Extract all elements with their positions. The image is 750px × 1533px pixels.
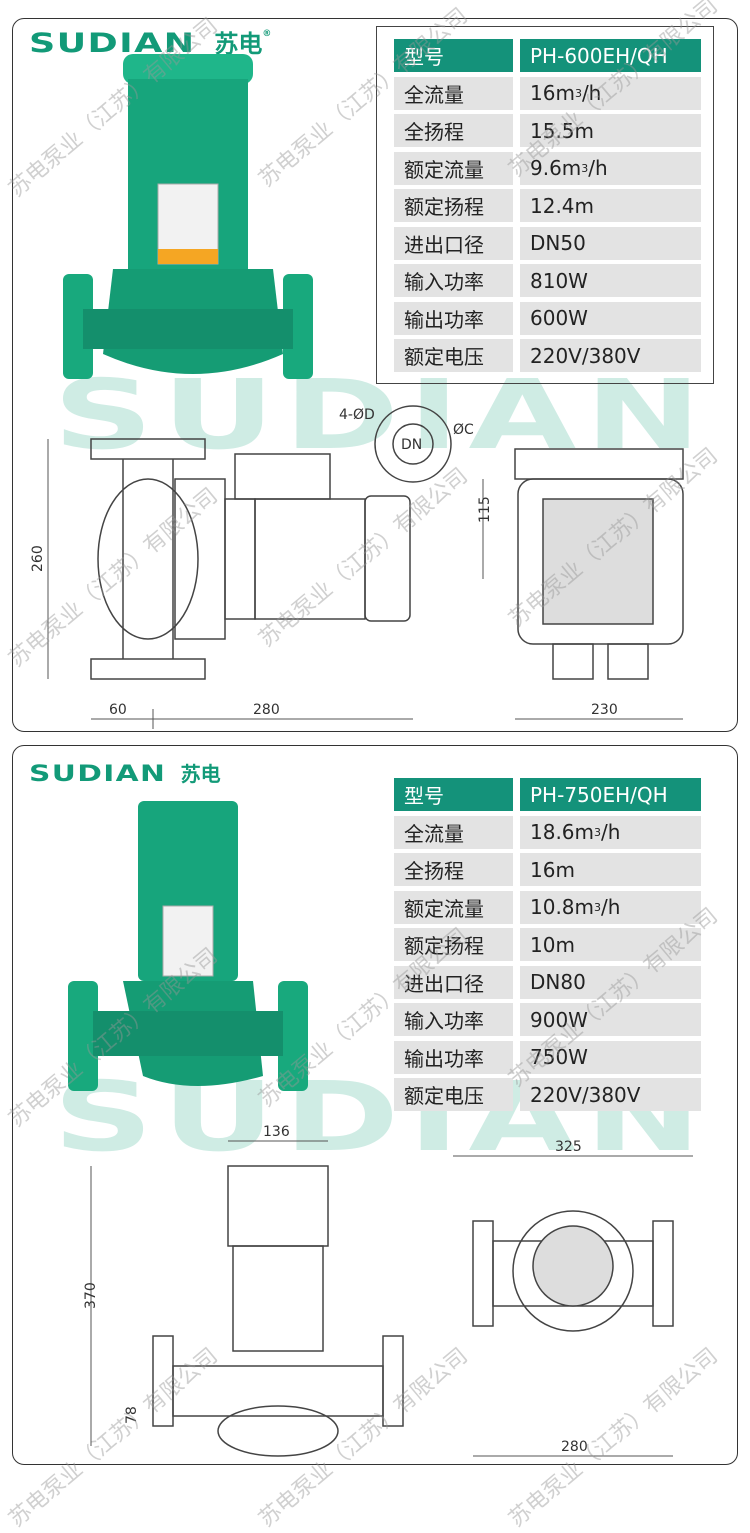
spec-value: 10m: [520, 928, 701, 961]
spec-table-frame: [376, 26, 714, 384]
spec-value: 12.4m: [520, 189, 701, 222]
dim-dn: DN: [401, 437, 422, 453]
spec-label: 额定扬程: [394, 928, 513, 961]
spec-label: 额定电压: [394, 339, 513, 372]
spec-value: DN50: [520, 226, 701, 260]
spec-label: 型号: [394, 39, 513, 72]
spec-label: 额定流量: [394, 890, 513, 924]
spec-label: 全流量: [394, 815, 513, 849]
spec-label: 输出功率: [394, 1040, 513, 1074]
spec-label: 输入功率: [394, 1003, 513, 1036]
spec-value: 220V/380V: [520, 1078, 701, 1111]
spec-value: DN80: [520, 965, 701, 999]
spec-value: 220V/380V: [520, 339, 701, 372]
spec-value: 600W: [520, 301, 701, 335]
dim-center: 78: [124, 1406, 140, 1424]
spec-value: PH-750EH/QH: [520, 778, 701, 811]
dimension-drawing: 260 60 280 230 115 4-ØD ØC DN: [30, 405, 684, 729]
spec-value: 16m: [520, 853, 701, 886]
dim-height: 370: [83, 1282, 99, 1309]
spec-label: 全流量: [394, 76, 513, 110]
spec-label: 进出口径: [394, 226, 513, 260]
dim-bottom-width: 280: [561, 1439, 588, 1455]
spec-value: 750W: [520, 1040, 701, 1074]
spec-label: 额定电压: [394, 1078, 513, 1111]
dim-height: 260: [30, 545, 46, 572]
spec-label: 进出口径: [394, 965, 513, 999]
dim-motor: 115: [477, 496, 493, 523]
spec-label: 额定流量: [394, 151, 513, 185]
dim-holes: 4-ØD: [339, 407, 375, 423]
dim-motor-width: 136: [263, 1124, 290, 1140]
spec-label: 全扬程: [394, 853, 513, 886]
spec-label: 型号: [394, 778, 513, 811]
dim-inlet: 60: [109, 702, 127, 718]
spec-value: PH-600EH/QH: [520, 39, 701, 72]
dimension-drawing: 136 370 78 325 280: [83, 1124, 693, 1457]
dim-width: 230: [591, 702, 618, 718]
spec-value: 810W: [520, 264, 701, 297]
spec-value: 900W: [520, 1003, 701, 1036]
spec-value: 15.5m: [520, 114, 701, 147]
pump-photo: [63, 54, 313, 379]
dim-pcd: ØC: [453, 422, 474, 438]
dim-length: 280: [253, 702, 280, 718]
dim-top-width: 325: [555, 1139, 582, 1155]
spec-label: 输出功率: [394, 301, 513, 335]
spec-label: 全扬程: [394, 114, 513, 147]
spec-label: 额定扬程: [394, 189, 513, 222]
pump-photo: [68, 801, 308, 1091]
spec-label: 输入功率: [394, 264, 513, 297]
